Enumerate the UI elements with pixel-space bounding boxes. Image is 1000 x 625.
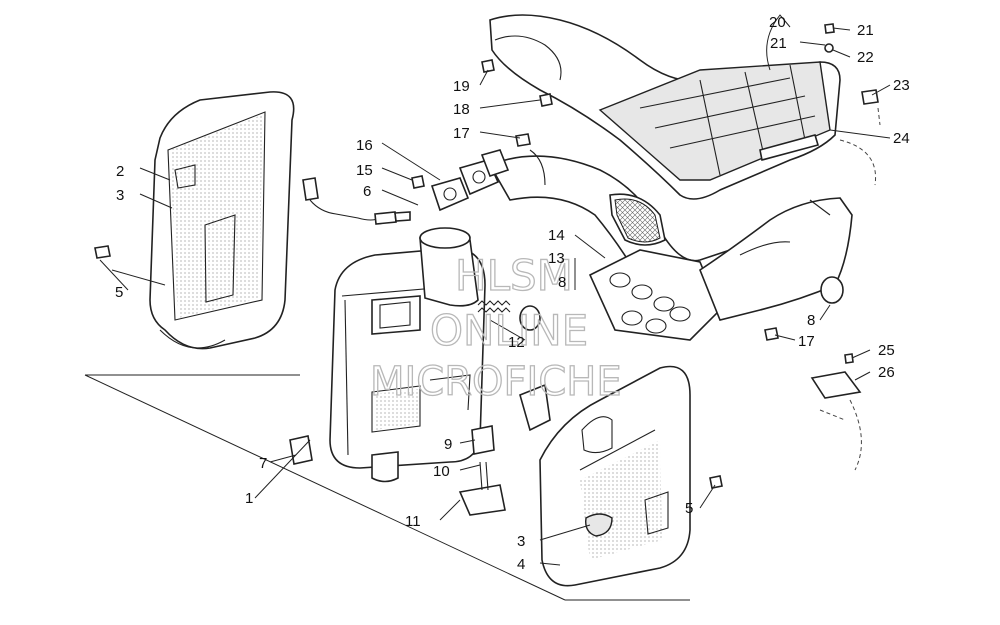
callout-21-right: 21 — [857, 22, 874, 39]
callout-13: 13 — [548, 250, 565, 267]
callout-2: 2 — [116, 163, 124, 180]
watermark-line-3: MICROFICHE — [370, 359, 622, 405]
callout-12: 12 — [508, 334, 525, 351]
mount-bracket — [458, 461, 506, 516]
callout-10: 10 — [433, 463, 450, 480]
callout-22: 22 — [857, 49, 874, 66]
callout-6: 6 — [363, 183, 371, 200]
callout-19: 19 — [453, 78, 470, 95]
callout-7: 7 — [259, 455, 267, 472]
callout-1: 1 — [245, 490, 253, 507]
assembly-lines — [819, 107, 881, 471]
callout-3-left: 3 — [116, 187, 124, 204]
left-heat-shield — [149, 91, 295, 350]
manifold-gasket — [588, 249, 721, 341]
watermark: HLSM ONLINE MICROFICHE — [369, 250, 622, 405]
callout-15: 15 — [356, 162, 373, 179]
callout-23: 23 — [893, 77, 910, 94]
callout-labels: 2 3 5 6 15 16 17 18 19 20 21 21 22 23 24… — [115, 14, 910, 573]
callout-14: 14 — [548, 227, 565, 244]
callout-18: 18 — [453, 101, 470, 118]
right-mount-bracket — [810, 371, 862, 399]
callout-5-left: 5 — [115, 284, 123, 301]
grommet-right — [820, 276, 844, 304]
callout-21-left: 21 — [770, 35, 787, 52]
watermark-line-2: ONLINE — [430, 306, 588, 355]
callout-16: 16 — [356, 137, 373, 154]
y-pipe — [699, 197, 853, 321]
callout-20: 20 — [769, 14, 786, 31]
callout-8-right: 8 — [807, 312, 815, 329]
oxygen-sensor — [302, 177, 411, 225]
callout-24: 24 — [893, 130, 910, 147]
right-heat-shield — [539, 365, 691, 587]
callout-25: 25 — [878, 342, 895, 359]
callout-11: 11 — [405, 513, 421, 530]
spring — [477, 300, 511, 313]
muffler-bracket — [519, 383, 551, 432]
callout-26: 26 — [878, 364, 895, 381]
callout-9: 9 — [444, 436, 452, 453]
exhaust-manifold — [489, 14, 841, 200]
callout-8-center: 8 — [558, 274, 566, 291]
grommet-lower — [471, 425, 495, 455]
flange-gaskets — [430, 149, 510, 212]
callout-17-right: 17 — [798, 333, 815, 350]
callout-5-right: 5 — [685, 500, 693, 517]
leader-lines — [99, 14, 891, 566]
watermark-line-1: HLSM — [455, 251, 573, 300]
callout-3-right: 3 — [517, 533, 525, 550]
callout-17-top: 17 — [453, 125, 470, 142]
grommet-center — [519, 305, 541, 331]
assembly-bracket-line — [84, 374, 690, 601]
callout-4: 4 — [517, 556, 525, 573]
muffler-inlet — [419, 227, 479, 307]
